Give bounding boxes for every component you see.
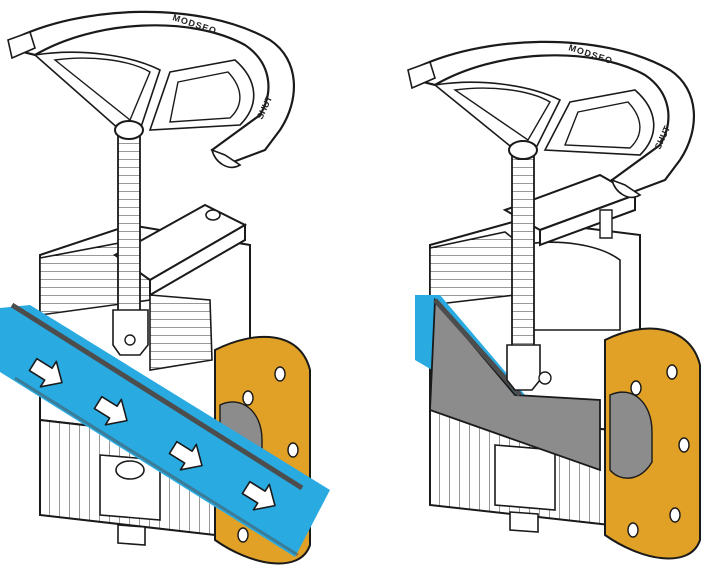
valve-open-view: MODSEO SHUT	[0, 10, 330, 565]
flow-stream	[0, 302, 330, 557]
stem	[112, 134, 149, 356]
gate-icon	[429, 297, 601, 472]
flange	[604, 327, 701, 560]
valve-closed-view: MODSEO SHUT	[407, 40, 701, 560]
handwheel-icon: MODSEO SHUT	[7, 10, 296, 169]
handwheel-icon: MODSEO SHUT	[407, 40, 696, 199]
